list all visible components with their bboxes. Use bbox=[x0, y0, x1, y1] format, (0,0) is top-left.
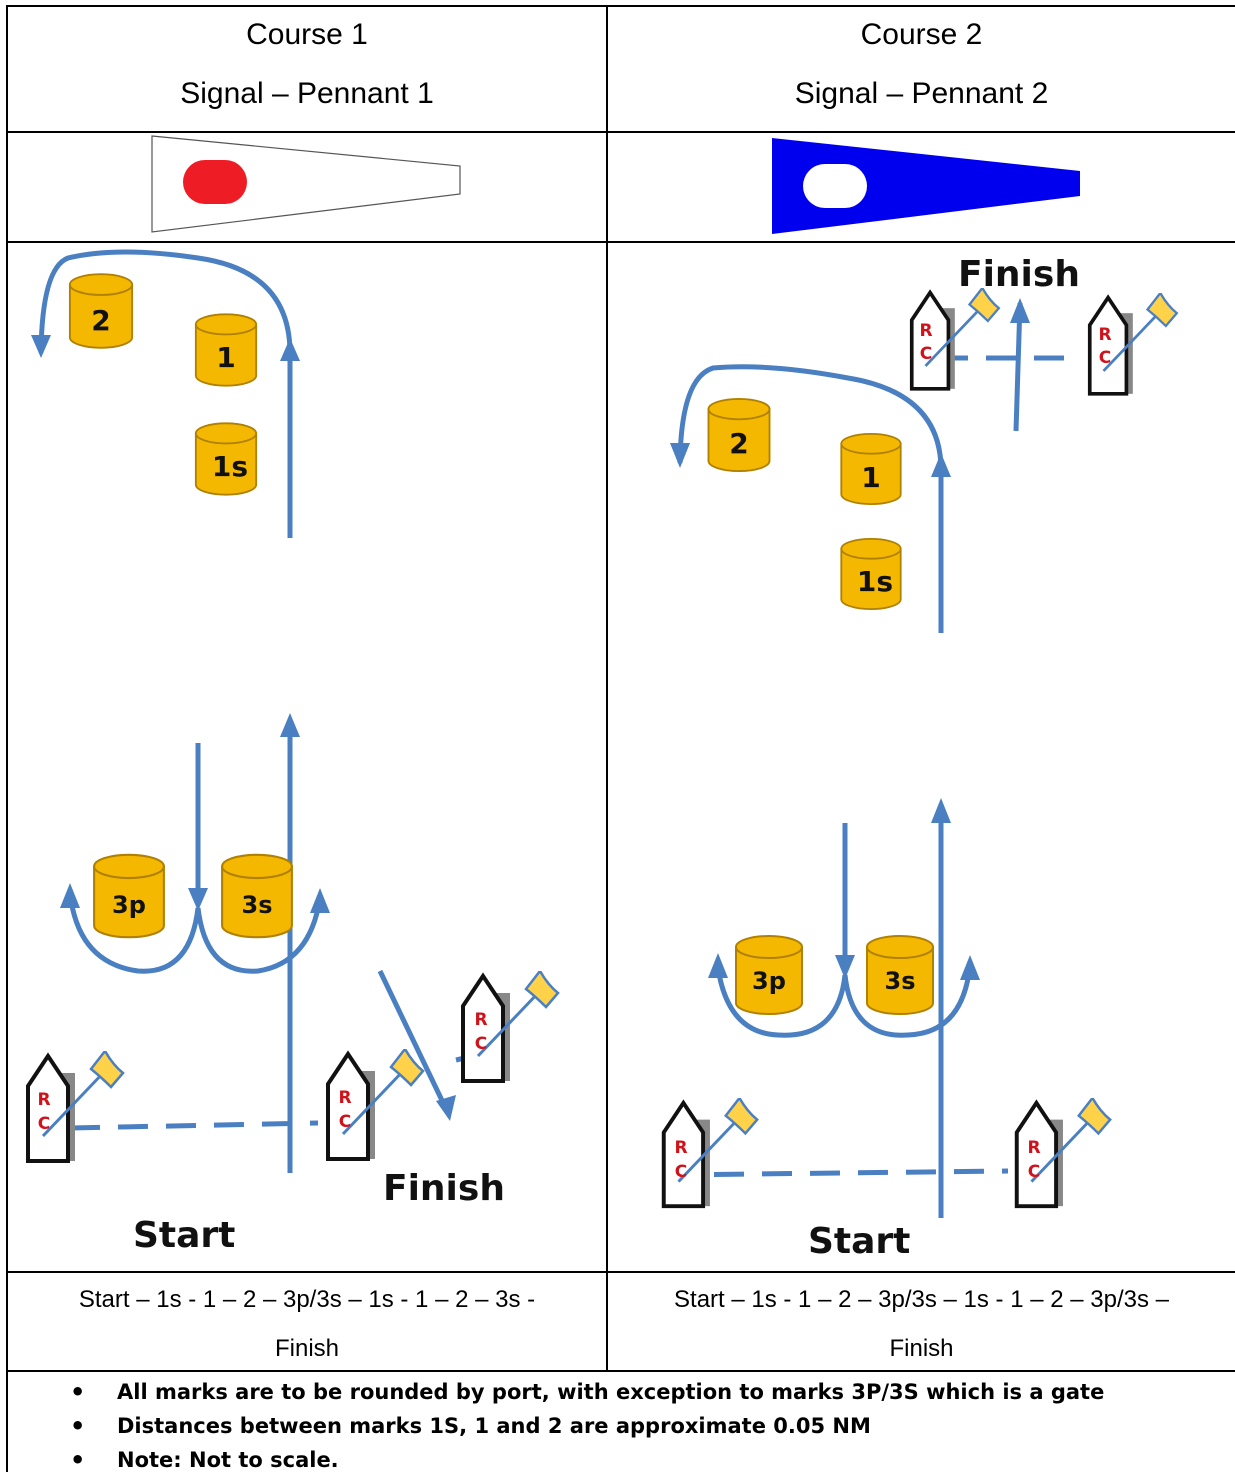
course1-mark-1s: 1s bbox=[212, 450, 248, 483]
course2-rc-c: C bbox=[1099, 348, 1111, 368]
course2-mark-2: 2 bbox=[729, 427, 748, 460]
pennant-1-flag bbox=[151, 135, 461, 233]
course1-finish-label: Finish bbox=[383, 1168, 505, 1209]
course2-rc-r: R bbox=[919, 321, 932, 341]
course1-rc-c: C bbox=[475, 1034, 487, 1054]
course2-title: Course 2 bbox=[860, 18, 983, 51]
pennant-2 bbox=[772, 138, 1080, 234]
course1-diagram: 2 1 1s 3p 3s R C R C R C Finish Start bbox=[8, 249, 606, 1256]
course2-rc-r: R bbox=[1027, 1138, 1040, 1158]
course1-route-line2: Finish bbox=[274, 1335, 340, 1362]
course1-mark-3s: 3s bbox=[242, 891, 273, 919]
note-item: All marks are to be rounded by port, wit… bbox=[70, 1378, 1104, 1412]
course2-rc-c: C bbox=[1028, 1162, 1040, 1182]
notes-list: All marks are to be rounded by port, wit… bbox=[70, 1378, 1104, 1480]
divider bbox=[606, 5, 608, 1371]
divider bbox=[6, 241, 1235, 243]
course2-mark-1s: 1s bbox=[857, 565, 893, 598]
course2-mark-1: 1 bbox=[861, 461, 880, 494]
course1-mark-3p: 3p bbox=[112, 891, 146, 919]
course1-mark-2: 2 bbox=[91, 304, 110, 337]
course1-rc-r: R bbox=[474, 1010, 487, 1030]
course1-mark-1: 1 bbox=[216, 341, 235, 374]
pennant-2-flag bbox=[772, 138, 1080, 234]
pennant-1 bbox=[151, 135, 461, 233]
course1-rc-c: C bbox=[339, 1112, 351, 1132]
course2-rc-c: C bbox=[675, 1162, 687, 1182]
course1-rc-r: R bbox=[37, 1090, 50, 1110]
pennant-1-dot bbox=[183, 160, 247, 204]
course2-rc-c: C bbox=[920, 344, 932, 364]
course2-mark-3p: 3p bbox=[752, 967, 786, 995]
course2-signal: Signal – Pennant 2 bbox=[794, 77, 1049, 110]
note-item: Note: Not to scale. bbox=[70, 1446, 1104, 1480]
course1-rc-r: R bbox=[338, 1088, 351, 1108]
course1-start-label: Start bbox=[133, 1215, 235, 1256]
course2-mark-3s: 3s bbox=[885, 967, 916, 995]
course2-route-line2: Finish bbox=[889, 1335, 954, 1362]
course1-route-line1: Start – 1s - 1 – 2 – 3p/3s – 1s - 1 – 2 … bbox=[78, 1286, 536, 1313]
note-item: Distances between marks 1S, 1 and 2 are … bbox=[70, 1412, 1104, 1446]
course2-rc-r: R bbox=[674, 1138, 687, 1158]
divider bbox=[6, 131, 1235, 133]
course2-finish-label: Finish bbox=[958, 254, 1080, 295]
course2-rc-r: R bbox=[1098, 325, 1111, 345]
course1-signal: Signal – Pennant 1 bbox=[180, 77, 434, 110]
course-table bbox=[6, 5, 1235, 1472]
course2-route-line1: Start – 1s - 1 – 2 – 3p/3s – 1s - 1 – 2 … bbox=[674, 1286, 1169, 1313]
course2-diagram: 2 1 1s 3p 3s R C R C R C R C Finish Star… bbox=[608, 254, 1235, 1262]
divider bbox=[6, 1370, 1235, 1372]
course1-title: Course 1 bbox=[246, 18, 368, 51]
pennant-2-dot bbox=[803, 164, 867, 208]
divider bbox=[6, 1271, 1235, 1273]
course2-start-label: Start bbox=[808, 1221, 910, 1262]
course1-rc-c: C bbox=[38, 1114, 50, 1134]
